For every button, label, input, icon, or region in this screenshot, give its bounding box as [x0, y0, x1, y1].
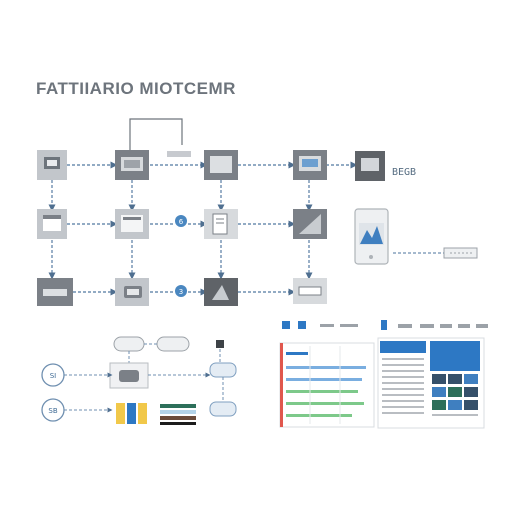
node-display [204, 150, 238, 180]
node-monitor [37, 150, 67, 180]
svg-text:6: 6 [179, 218, 184, 226]
node-window-2 [115, 209, 149, 239]
svg-text:SI: SI [50, 372, 57, 380]
svg-text:SB: SB [48, 407, 57, 415]
node-window-1 [37, 209, 67, 239]
badge-icon-1: 6 [175, 215, 187, 227]
diagram-title: FATTIIARIO MIOTCEMR [36, 79, 236, 98]
badge-icon-2: 3 [175, 285, 187, 297]
svg-text:3: 3 [179, 288, 183, 296]
rack-connector [393, 247, 478, 259]
node-tablet [204, 278, 238, 306]
side-label: BEGB [392, 167, 416, 178]
node-printer [293, 278, 327, 304]
node-panel [293, 209, 327, 239]
dashboard-panel-right [377, 320, 488, 429]
node-screen [293, 150, 327, 180]
node-server [115, 150, 149, 180]
lower-diagram: SI SB [41, 336, 237, 425]
node-terminal [355, 151, 385, 181]
vertical-connectors [48, 180, 313, 280]
node-keyboard [37, 278, 73, 306]
dashboard-panel-left [279, 321, 375, 428]
top-connector [129, 118, 191, 157]
tablet-device [354, 208, 389, 265]
node-document [204, 209, 238, 239]
node-device [115, 278, 149, 306]
